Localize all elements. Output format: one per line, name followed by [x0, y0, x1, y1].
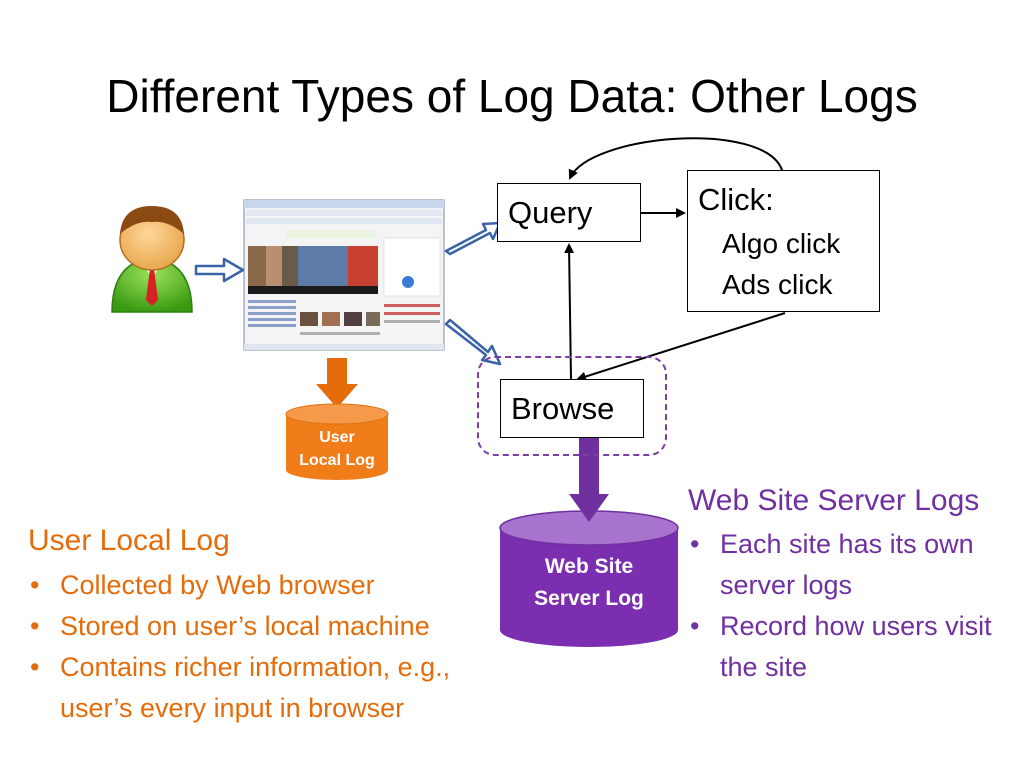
user-local-log-bullets: Collected by Web browser Stored on user’…	[28, 565, 528, 729]
query-box: Query	[497, 183, 641, 242]
click-item-algo: Algo click	[722, 228, 841, 259]
user-local-log-label: User Local Log	[286, 426, 388, 472]
browse-box: Browse	[500, 379, 644, 438]
user-icon	[111, 206, 193, 313]
user-local-log-label-line1: User	[319, 429, 355, 446]
user-to-browser-arrow	[194, 257, 245, 283]
user-local-log-cylinder	[285, 403, 389, 480]
web-site-server-log-label: Web Site Server Log	[500, 551, 678, 615]
click-title: Click:	[698, 182, 774, 217]
browser-to-query-arrow	[444, 221, 502, 256]
user-local-log-bullet: Collected by Web browser	[28, 565, 528, 606]
web-site-server-log-cylinder	[499, 510, 679, 647]
click-to-browse-arrow	[576, 312, 786, 382]
server-logs-heading: Web Site Server Logs	[688, 484, 980, 517]
click-to-query-arc	[568, 137, 783, 180]
server-logs-bullet: Each site has its own server logs	[688, 524, 1008, 606]
server-log-label-line2: Server Log	[534, 587, 644, 610]
slide-title: Different Types of Log Data: Other Logs	[106, 70, 918, 122]
user-local-log-label-line2: Local Log	[299, 452, 375, 469]
click-item-ads: Ads click	[722, 269, 833, 300]
server-log-label-line1: Web Site	[544, 555, 634, 578]
user-local-log-bullet: Contains richer information, e.g., user’…	[28, 647, 528, 729]
browser-screenshot-icon	[243, 199, 445, 351]
query-label: Query	[508, 195, 593, 230]
server-logs-bullet: Record how users visit the site	[688, 606, 1008, 688]
browse-to-server-log-arrow	[569, 438, 609, 522]
browser-to-local-log-arrow	[316, 358, 358, 408]
browse-label: Browse	[511, 391, 615, 426]
server-logs-bullets: Each site has its own server logs Record…	[688, 524, 1008, 688]
click-box: Click: Algo click Ads click	[687, 170, 880, 312]
user-local-log-heading: User Local Log	[28, 524, 230, 557]
browse-dashed-highlight	[477, 356, 667, 456]
user-local-log-bullet: Stored on user’s local machine	[28, 606, 528, 647]
